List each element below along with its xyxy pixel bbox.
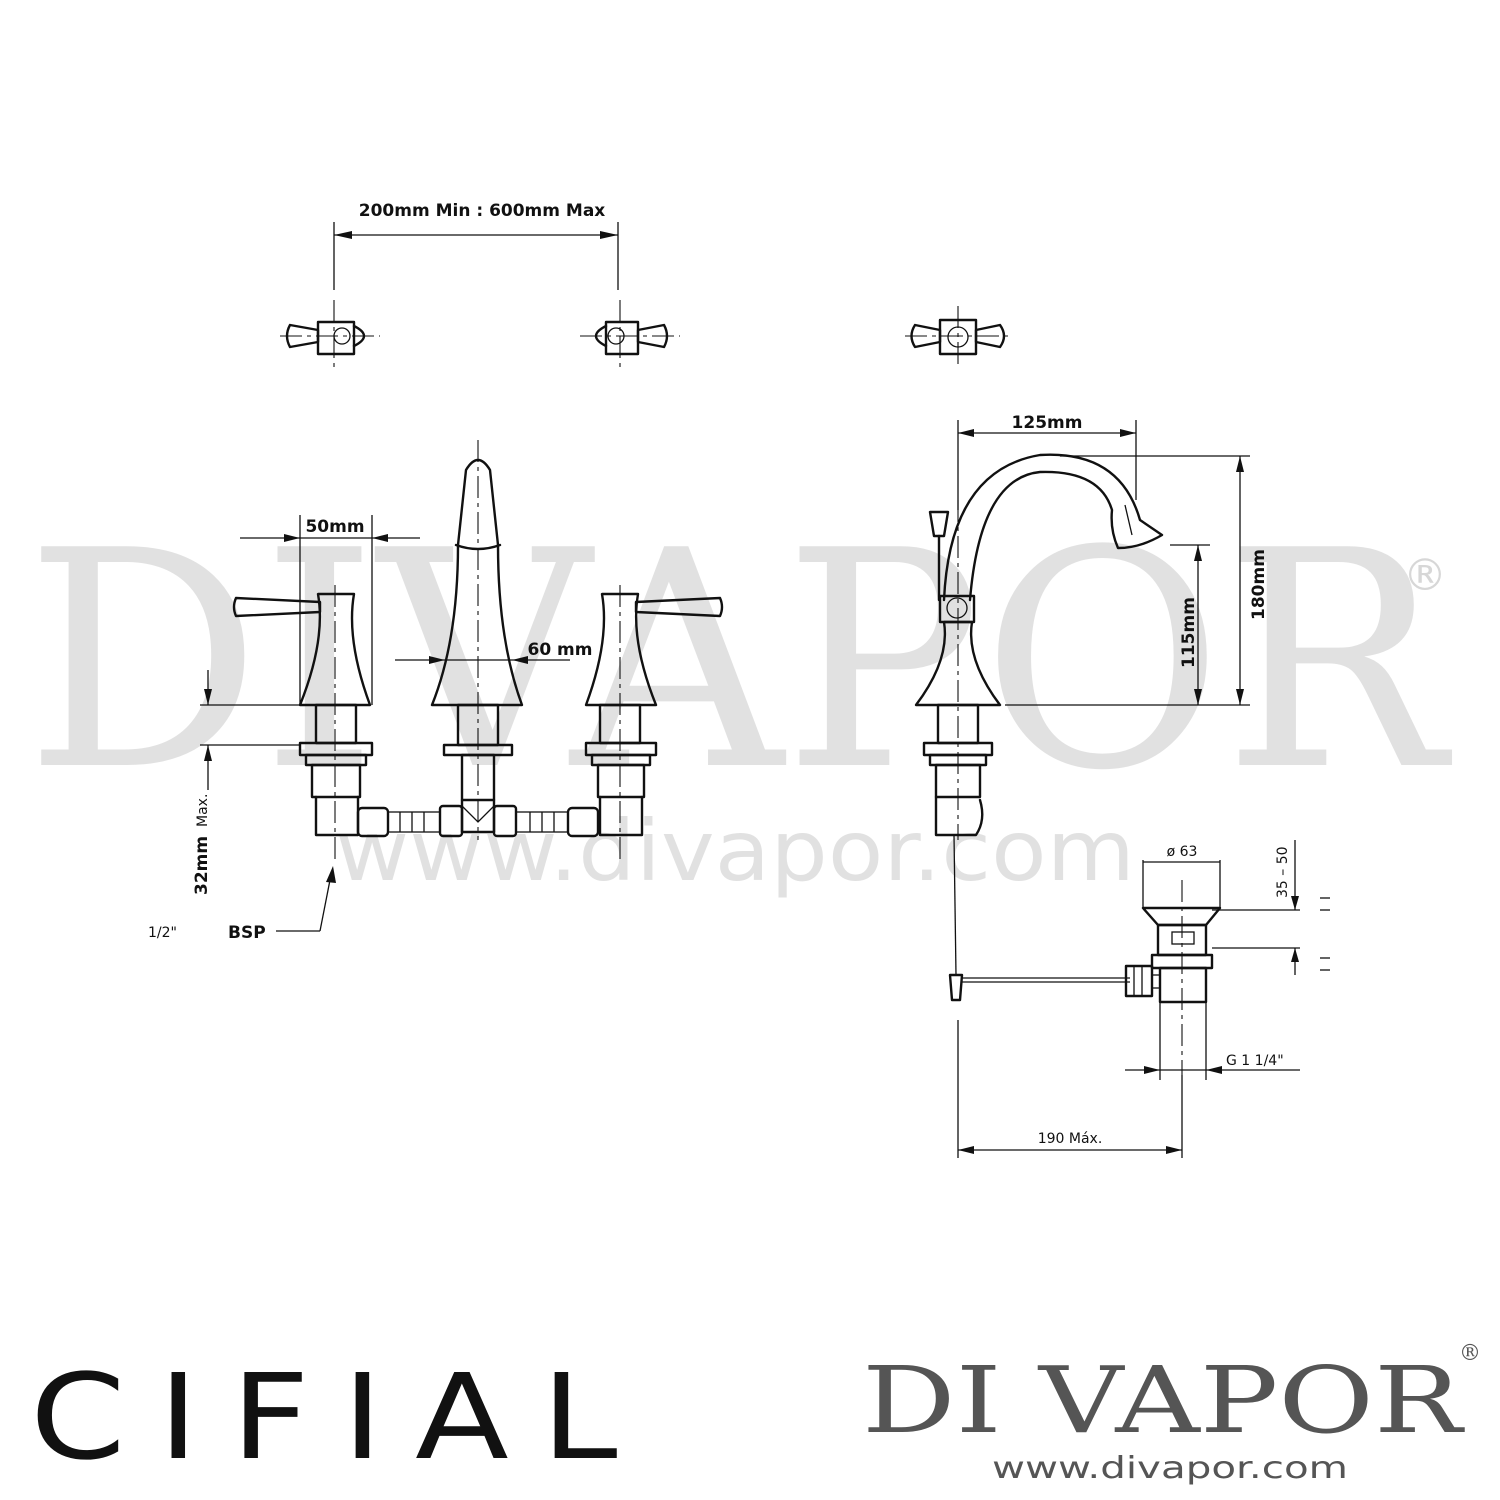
right-valve-plan xyxy=(905,306,1010,368)
thread-callout: 1/2" BSP xyxy=(148,866,336,943)
cifial-logo-text: CIFIAL xyxy=(30,1348,650,1486)
watermark-text: DIVAPOR xyxy=(25,487,1453,836)
thread-type-label: BSP xyxy=(228,923,266,943)
spout-base-dimension: 60 mm xyxy=(395,640,593,664)
cifial-logo: CIFIAL xyxy=(30,1348,650,1486)
left-valve-plan xyxy=(280,300,380,372)
divapor-url: www.divapor.com xyxy=(992,1451,1348,1486)
right-valve xyxy=(584,585,724,860)
connection-hoses xyxy=(356,804,600,838)
deck-max-suffix: Max. xyxy=(195,794,211,827)
waste-thread-label: G 1 1/4" xyxy=(1226,1053,1284,1069)
side-view: 125mm 180mm 115mm xyxy=(914,413,1330,1158)
divapor-logo: DI VAPOR ® www.divapor.com xyxy=(862,1341,1481,1486)
left-valve xyxy=(232,585,374,860)
spacing-dimension: 200mm Min : 600mm Max xyxy=(333,201,619,290)
spout-height-label: 115mm xyxy=(1179,597,1199,668)
rod-max-label: 190 Máx. xyxy=(1038,1131,1103,1147)
spout-reach-label: 125mm xyxy=(1012,413,1083,433)
tap-side-outline xyxy=(914,453,1164,1002)
thread-size-label: 1/2" xyxy=(148,925,177,941)
plan-view: 200mm Min : 600mm Max xyxy=(280,201,1010,372)
spout-reach-dimension: 125mm xyxy=(957,413,1137,510)
deck-max-label: 32mm xyxy=(192,836,212,895)
handle-width-dimension: 50mm xyxy=(240,515,420,705)
pop-up-waste: ø 63 35 – 50 G 1 1/4" xyxy=(957,840,1330,1158)
watermark-registered: ® xyxy=(1403,550,1447,601)
waste-range-label: 35 – 50 xyxy=(1275,846,1291,898)
deck-thickness-dimension: 32mm Max. xyxy=(192,670,300,895)
spout-base-label: 60 mm xyxy=(527,640,592,660)
divapor-registered: ® xyxy=(1459,1341,1481,1366)
divapor-logo-text: DI VAPOR xyxy=(862,1347,1465,1454)
watermark: DIVAPOR ® www.divapor.com xyxy=(25,487,1453,900)
front-view: 50mm 60 mm xyxy=(148,440,724,943)
height-dimensions: 180mm 115mm xyxy=(1005,455,1269,706)
handle-width-label: 50mm xyxy=(305,517,364,537)
total-height-label: 180mm xyxy=(1249,549,1269,620)
middle-valve-plan xyxy=(580,300,680,372)
waste-diameter-label: ø 63 xyxy=(1167,844,1198,860)
spacing-label: 200mm Min : 600mm Max xyxy=(359,201,606,221)
watermark-url: www.divapor.com xyxy=(335,802,1135,900)
